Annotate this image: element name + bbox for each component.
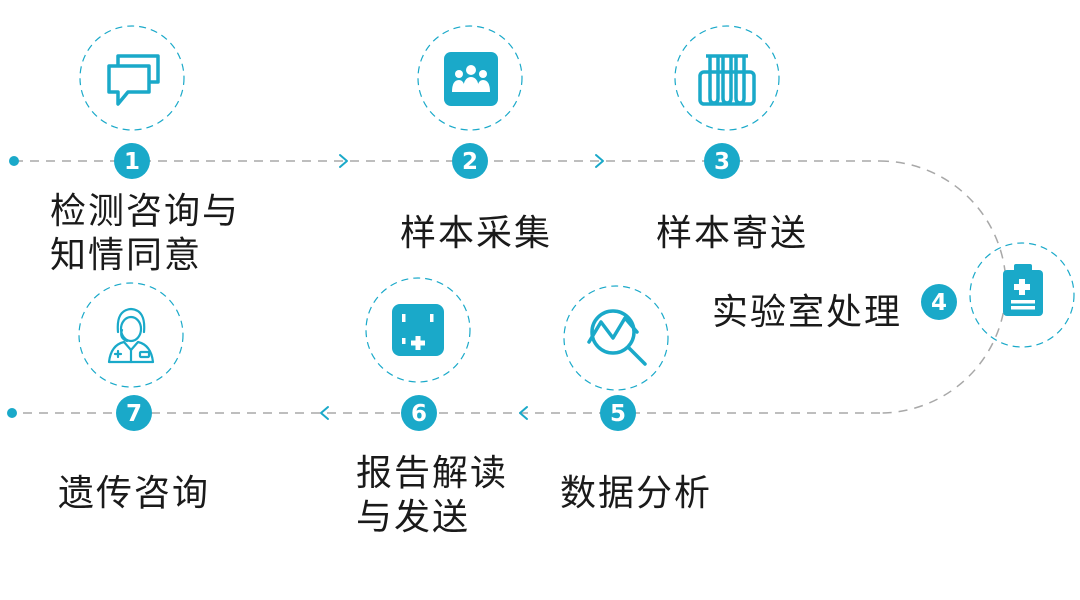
step-7-badge: 7 — [116, 395, 152, 431]
step-6-label: 报告解读 与发送 — [356, 452, 508, 540]
step-4-label: 实验室处理 — [712, 291, 902, 335]
step-1-label: 检测咨询与 知情同意 — [50, 190, 240, 278]
step-1-badge: 1 — [114, 143, 150, 179]
step-7-label-line-1: 遗传咨询 — [58, 473, 211, 514]
step-4-number: 4 — [931, 290, 947, 316]
arrow-right-icon — [339, 154, 348, 168]
arrow-left-icon — [320, 406, 329, 420]
step-7-icon — [78, 282, 184, 388]
step-5-label: 数据分析 — [560, 472, 712, 516]
step-7-label: 遗传咨询 — [58, 472, 210, 516]
step-3-badge: 3 — [704, 143, 740, 179]
arrow-right-icon — [595, 154, 604, 168]
step-6-icon — [365, 277, 471, 383]
chat-bubbles-icon — [107, 54, 160, 106]
step-5-icon — [563, 285, 669, 391]
medical-report-icon — [392, 304, 444, 356]
step-4-icon — [969, 242, 1075, 348]
magnifier-chart-icon — [587, 309, 647, 366]
step-2-badge: 2 — [452, 143, 488, 179]
step-2-label-line-1: 样本采集 — [400, 213, 553, 254]
step-5-badge: 5 — [600, 395, 636, 431]
clipboard-medical-icon — [1003, 264, 1043, 316]
step-3-number: 3 — [714, 149, 730, 175]
doctor-icon — [107, 307, 155, 364]
step-3-label: 样本寄送 — [656, 212, 808, 256]
step-1-icon — [79, 25, 185, 131]
step-2-label: 样本采集 — [400, 212, 552, 256]
step-4-badge: 4 — [921, 284, 957, 320]
flow-start-dot — [9, 156, 19, 166]
step-6-number: 6 — [411, 401, 427, 427]
step-6-badge: 6 — [401, 395, 437, 431]
people-group-icon — [452, 65, 490, 92]
step-7-number: 7 — [126, 401, 142, 427]
step-2-icon — [417, 25, 523, 131]
test-tubes-icon — [698, 54, 756, 106]
step-1-label-line-1: 检测咨询与 — [50, 191, 241, 232]
step-3-label-line-1: 样本寄送 — [656, 213, 809, 254]
step-4-label-line-1: 实验室处理 — [712, 292, 903, 333]
step-2-number: 2 — [462, 149, 478, 175]
step-6-label-line-2: 与发送 — [356, 497, 471, 538]
step-5-label-line-1: 数据分析 — [560, 473, 713, 514]
flow-end-dot — [7, 408, 17, 418]
step-3-icon — [674, 25, 780, 131]
step-1-number: 1 — [124, 149, 140, 175]
step-6-label-line-1: 报告解读 — [356, 453, 509, 494]
arrow-left-icon — [519, 406, 528, 420]
step-1-label-line-2: 知情同意 — [50, 235, 203, 276]
step-5-number: 5 — [610, 401, 626, 427]
